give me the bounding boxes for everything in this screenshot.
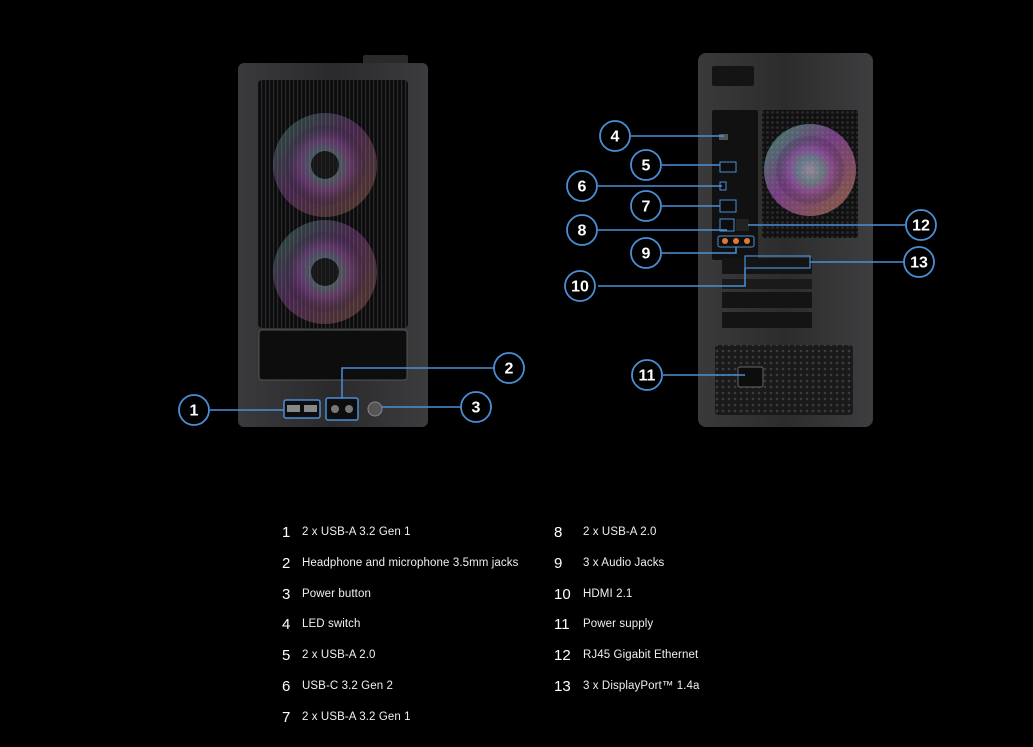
- callout-number: 8: [578, 223, 587, 240]
- callout-5: 5: [630, 149, 662, 181]
- callout-number: 6: [578, 179, 587, 196]
- front-case: [238, 55, 428, 427]
- legend-label: HDMI 2.1: [583, 587, 633, 600]
- callout-2: 2: [493, 352, 525, 384]
- callout-number: 1: [190, 403, 199, 420]
- callout-number: 5: [642, 158, 651, 175]
- callout-11: 11: [631, 359, 663, 391]
- callout-number: 11: [639, 368, 656, 385]
- legend-label: 2 x USB-A 2.0: [302, 649, 376, 662]
- callout-1: 1: [178, 394, 210, 426]
- legend-number: 13: [554, 678, 571, 695]
- legend-label: Power button: [302, 587, 371, 600]
- callout-9: 9: [630, 237, 662, 269]
- legend-number: 8: [554, 524, 563, 541]
- callout-number: 9: [642, 246, 651, 263]
- front-io-panel: [283, 397, 383, 421]
- legend-label: Headphone and microphone 3.5mm jacks: [302, 556, 519, 569]
- rear-case: [698, 53, 873, 427]
- callout-13: 13: [903, 246, 935, 278]
- callout-8: 8: [566, 214, 598, 246]
- callout-number: 2: [505, 361, 514, 378]
- callout-6: 6: [566, 170, 598, 202]
- legend-number: 7: [282, 708, 291, 726]
- legend-label: 2 x USB-A 3.2 Gen 1: [302, 710, 411, 723]
- legend-number: 10: [554, 585, 571, 603]
- legend-number: 4: [282, 616, 291, 634]
- callout-number: 7: [642, 199, 651, 216]
- legend-label: 2 x USB-A 2.0: [583, 526, 657, 538]
- legend-number: 5: [282, 647, 291, 665]
- callout-number: 12: [912, 218, 930, 235]
- leader-lines: [210, 135, 906, 411]
- legend-number: 3: [282, 585, 291, 603]
- legend-label: 3 x DisplayPort™ 1.4a: [583, 680, 700, 692]
- callout-number: 3: [472, 400, 481, 417]
- legend-label: 2 x USB-A 3.2 Gen 1: [302, 526, 411, 538]
- legend-label: 3 x Audio Jacks: [583, 556, 665, 569]
- legend-number: 9: [554, 554, 563, 572]
- legend-label: LED switch: [302, 618, 361, 631]
- rear-fan: [764, 124, 856, 216]
- callout-3: 3: [460, 391, 492, 423]
- legend-number: 1: [282, 524, 291, 541]
- callout-7: 7: [630, 190, 662, 222]
- legend-number: 2: [282, 554, 291, 572]
- legend-label: RJ45 Gigabit Ethernet: [583, 649, 699, 662]
- legend-number: 11: [554, 616, 570, 634]
- callout-number: 4: [611, 129, 620, 146]
- legend-number: 6: [282, 678, 291, 695]
- legend-label: USB-C 3.2 Gen 2: [302, 680, 393, 692]
- legend-number: 12: [554, 647, 571, 665]
- legend-label: Power supply: [583, 618, 654, 631]
- callout-10: 10: [564, 270, 596, 302]
- callout-12: 12: [905, 209, 937, 241]
- callout-4: 4: [599, 120, 631, 152]
- callout-number: 10: [571, 279, 589, 296]
- callout-number: 13: [910, 255, 928, 272]
